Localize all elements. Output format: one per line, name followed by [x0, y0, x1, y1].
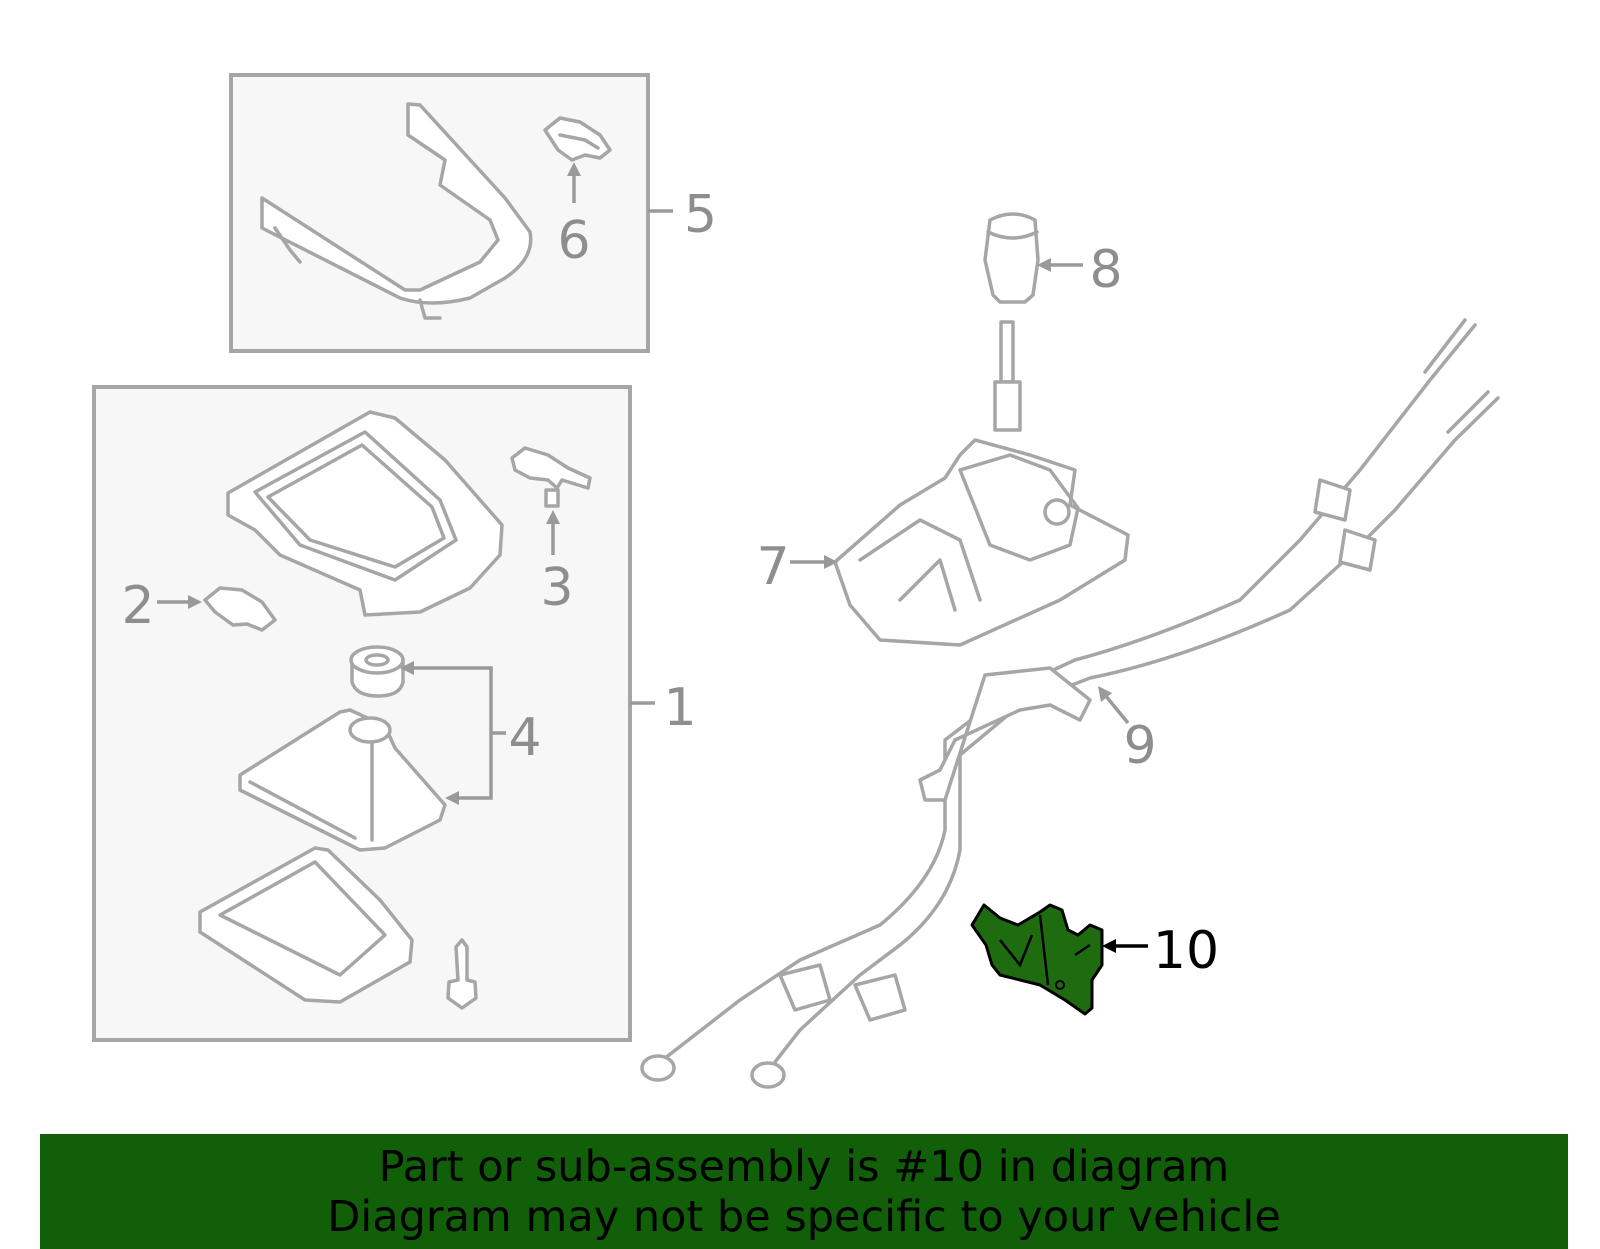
- clip-part-6: [543, 116, 612, 162]
- arrow-6: [567, 162, 581, 176]
- callout-1: 1: [663, 678, 696, 738]
- shift-boot: [238, 708, 447, 852]
- shifter-assembly: [833, 320, 1130, 647]
- arrow-3: [546, 510, 560, 524]
- leader-4: [408, 666, 506, 800]
- arrow-4b: [445, 791, 459, 805]
- arrow-7: [824, 555, 838, 569]
- exploded-parts-diagram: 6 5 2 3 4 1: [92, 73, 1500, 1089]
- callout-2: 2: [121, 576, 154, 636]
- shift-knob: [983, 212, 1040, 304]
- banner-line-2: Diagram may not be specific to your vehi…: [327, 1191, 1281, 1242]
- banner-line-1: Part or sub-assembly is #10 in diagram: [378, 1141, 1230, 1192]
- arrow-4a: [400, 661, 414, 675]
- callout-6: 6: [557, 211, 590, 271]
- clip-part-2: [203, 586, 277, 632]
- arrow-8: [1037, 258, 1051, 272]
- callout-9: 9: [1123, 716, 1156, 776]
- shift-bezel-trim: [260, 102, 533, 320]
- info-banner: Part or sub-assembly is #10 in diagram D…: [40, 1134, 1568, 1249]
- bolt: [446, 938, 478, 1010]
- console-panel: [226, 410, 504, 617]
- callout-5: 5: [684, 185, 717, 245]
- arrow-10: [1102, 939, 1116, 953]
- cable-bracket-part-10: [970, 903, 1104, 1016]
- callout-8: 8: [1089, 240, 1122, 300]
- callout-4: 4: [508, 708, 541, 768]
- arrow-9: [1098, 686, 1112, 702]
- shift-cables: [640, 318, 1500, 1089]
- callout-10: 10: [1153, 921, 1219, 981]
- leader-9: [1103, 693, 1130, 725]
- bushing: [349, 645, 405, 698]
- trim-frame: [198, 846, 414, 1004]
- callout-7: 7: [756, 537, 789, 597]
- clip-part-3: [510, 446, 592, 508]
- callout-3: 3: [540, 558, 573, 618]
- arrow-2: [188, 595, 202, 609]
